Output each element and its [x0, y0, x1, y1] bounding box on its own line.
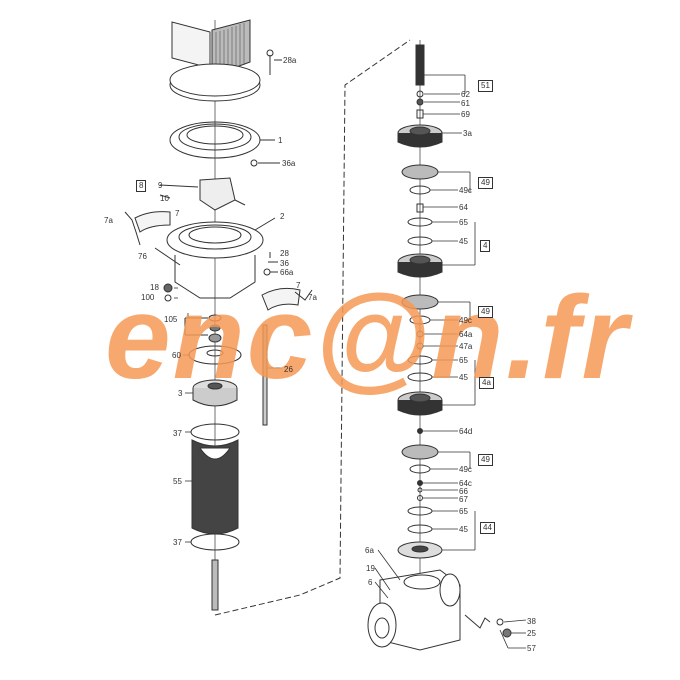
part-label-65-2: 65: [459, 356, 468, 365]
part-label-2: 2: [280, 212, 285, 221]
part-box-49-3: 49: [478, 454, 493, 466]
part-label-76: 76: [138, 252, 147, 261]
part-label-26: 26: [284, 365, 293, 374]
part-box-49-1: 49: [478, 177, 493, 189]
part-label-69: 69: [461, 110, 470, 119]
part-label-28a: 28a: [283, 56, 297, 65]
watermark: enc@n.fr: [105, 272, 630, 404]
part-box-44: 44: [480, 522, 495, 534]
part-label-7a-top: 7a: [104, 216, 113, 225]
part-label-3: 3: [178, 389, 183, 398]
part-box-4: 4: [480, 240, 491, 252]
part-label-49c-3: 49c: [459, 465, 472, 474]
part-label-36: 36: [280, 259, 289, 268]
part-label-64d: 64d: [459, 427, 473, 436]
part-label-10: 10: [160, 194, 169, 203]
part-label-25: 25: [527, 629, 536, 638]
part-label-18: 18: [150, 283, 159, 292]
part-label-64c: 64c: [459, 479, 472, 488]
part-label-47a: 47a: [459, 342, 473, 351]
part-label-3a: 3a: [463, 129, 472, 138]
part-label-7a-bottom: 7a: [308, 293, 317, 302]
part-label-37-bottom: 37: [173, 538, 182, 547]
part-label-60: 60: [172, 351, 181, 360]
part-label-57: 57: [527, 644, 536, 653]
part-label-37-top: 37: [173, 429, 182, 438]
part-label-66: 66: [459, 487, 468, 496]
part-box-49-2: 49: [478, 306, 493, 318]
part-label-65-1: 65: [459, 218, 468, 227]
part-label-28: 28: [280, 249, 289, 258]
part-label-100: 100: [141, 293, 155, 302]
part-box-8: 8: [136, 180, 147, 192]
part-box-4a: 4a: [479, 377, 494, 389]
part-label-36a: 36a: [282, 159, 296, 168]
part-label-66a: 66a: [280, 268, 294, 277]
part-label-9: 9: [158, 181, 163, 190]
part-label-7-bottom: 7: [296, 281, 301, 290]
part-box-51: 51: [478, 80, 493, 92]
part-label-6: 6: [368, 578, 373, 587]
part-label-45-1: 45: [459, 237, 468, 246]
part-label-64: 64: [459, 203, 468, 212]
part-label-49c-1: 49c: [459, 186, 472, 195]
part-label-38: 38: [527, 617, 536, 626]
part-label-45-3: 45: [459, 525, 468, 534]
part-label-61: 61: [461, 99, 470, 108]
part-label-1: 1: [278, 136, 283, 145]
part-label-65-3: 65: [459, 507, 468, 516]
part-label-55: 55: [173, 477, 182, 486]
part-label-19: 19: [366, 564, 375, 573]
part-label-6a: 6a: [365, 546, 374, 555]
part-label-62: 62: [461, 90, 470, 99]
part-label-64a: 64a: [459, 330, 473, 339]
part-label-105: 105: [164, 315, 178, 324]
part-label-49c-2: 49c: [459, 316, 472, 325]
part-label-7-top: 7: [175, 209, 180, 218]
part-label-67: 67: [459, 495, 468, 504]
part-label-45-2: 45: [459, 373, 468, 382]
